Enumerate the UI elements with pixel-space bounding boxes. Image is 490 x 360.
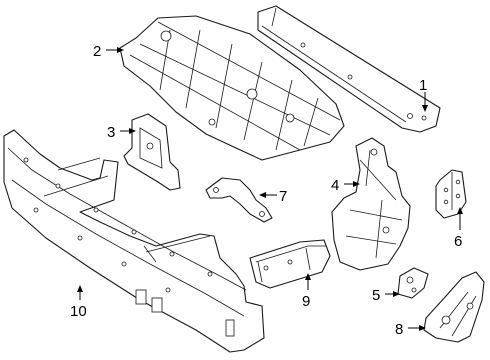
callout-7: 7 bbox=[279, 188, 287, 205]
callout-2: 2 bbox=[93, 43, 101, 60]
part-3-bracket bbox=[123, 113, 181, 191]
callout-4: 4 bbox=[331, 177, 339, 194]
part-5-small-bracket bbox=[397, 267, 429, 299]
callout-10: 10 bbox=[70, 303, 87, 320]
part-2-carrier-frame bbox=[119, 15, 345, 161]
callout-1: 1 bbox=[419, 77, 427, 94]
callout-9: 9 bbox=[302, 293, 310, 310]
callout-6: 6 bbox=[454, 233, 462, 250]
part-8-corner-bracket bbox=[423, 271, 485, 343]
part-1-upper-reinforcement-bar bbox=[257, 5, 441, 133]
callout-3: 3 bbox=[107, 124, 115, 141]
part-7-curved-bracket bbox=[205, 177, 273, 223]
part-4-side-deflector bbox=[331, 137, 411, 271]
part-10-bumper-beam bbox=[3, 129, 265, 353]
callout-5: 5 bbox=[372, 287, 380, 304]
callout-8: 8 bbox=[395, 321, 403, 338]
leader-lines bbox=[77, 47, 463, 331]
part-9-absorber-block bbox=[249, 239, 331, 289]
